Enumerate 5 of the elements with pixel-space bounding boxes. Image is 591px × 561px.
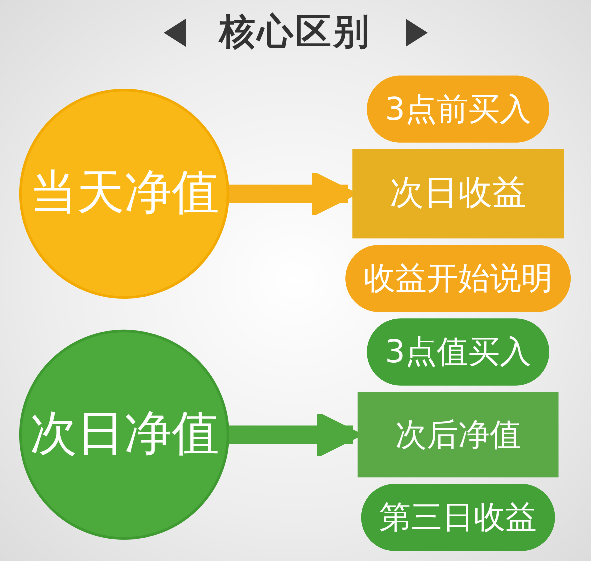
node-box: 次后净值 [358,392,559,478]
section-label: 核心区别 [220,11,372,55]
node-box: 次日收益 [352,149,564,239]
node-circle: 次日净值 [19,330,230,540]
node-circle: 当天净值 [19,88,230,300]
